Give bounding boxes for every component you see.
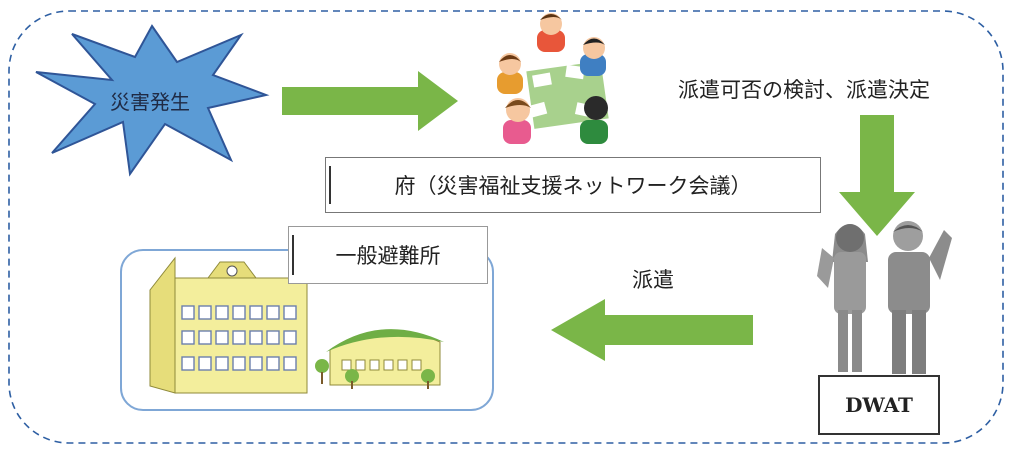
dwat-label: DWAT xyxy=(845,393,913,417)
dispatch-label: 派遣 xyxy=(632,268,674,292)
box-tick-mark xyxy=(329,166,331,204)
prefecture-label-box: 府（災害福祉支援ネットワーク会議） xyxy=(325,157,821,213)
arrow-left-to-shelter xyxy=(551,299,753,361)
shelter-label-box: 一般避難所 xyxy=(288,226,488,284)
dwat-label-box: DWAT xyxy=(818,375,940,435)
prefecture-label: 府（災害福祉支援ネットワーク会議） xyxy=(394,174,752,198)
school-building-icon xyxy=(149,256,308,394)
dwat-team-icon xyxy=(817,221,952,374)
disaster-label: 災害発生 xyxy=(110,90,190,114)
gymnasium-icon xyxy=(315,329,444,389)
outer-dashed-frame xyxy=(8,10,1004,444)
decision-label: 派遣可否の検討、派遣決定 xyxy=(678,78,930,102)
shelter-label: 一般避難所 xyxy=(335,244,441,268)
arrow-down-to-dwat xyxy=(839,115,915,236)
arrow-right-to-meeting xyxy=(282,71,458,131)
disaster-burst-icon xyxy=(35,24,270,177)
box-tick-mark xyxy=(292,235,294,275)
meeting-people-icon xyxy=(497,13,609,144)
